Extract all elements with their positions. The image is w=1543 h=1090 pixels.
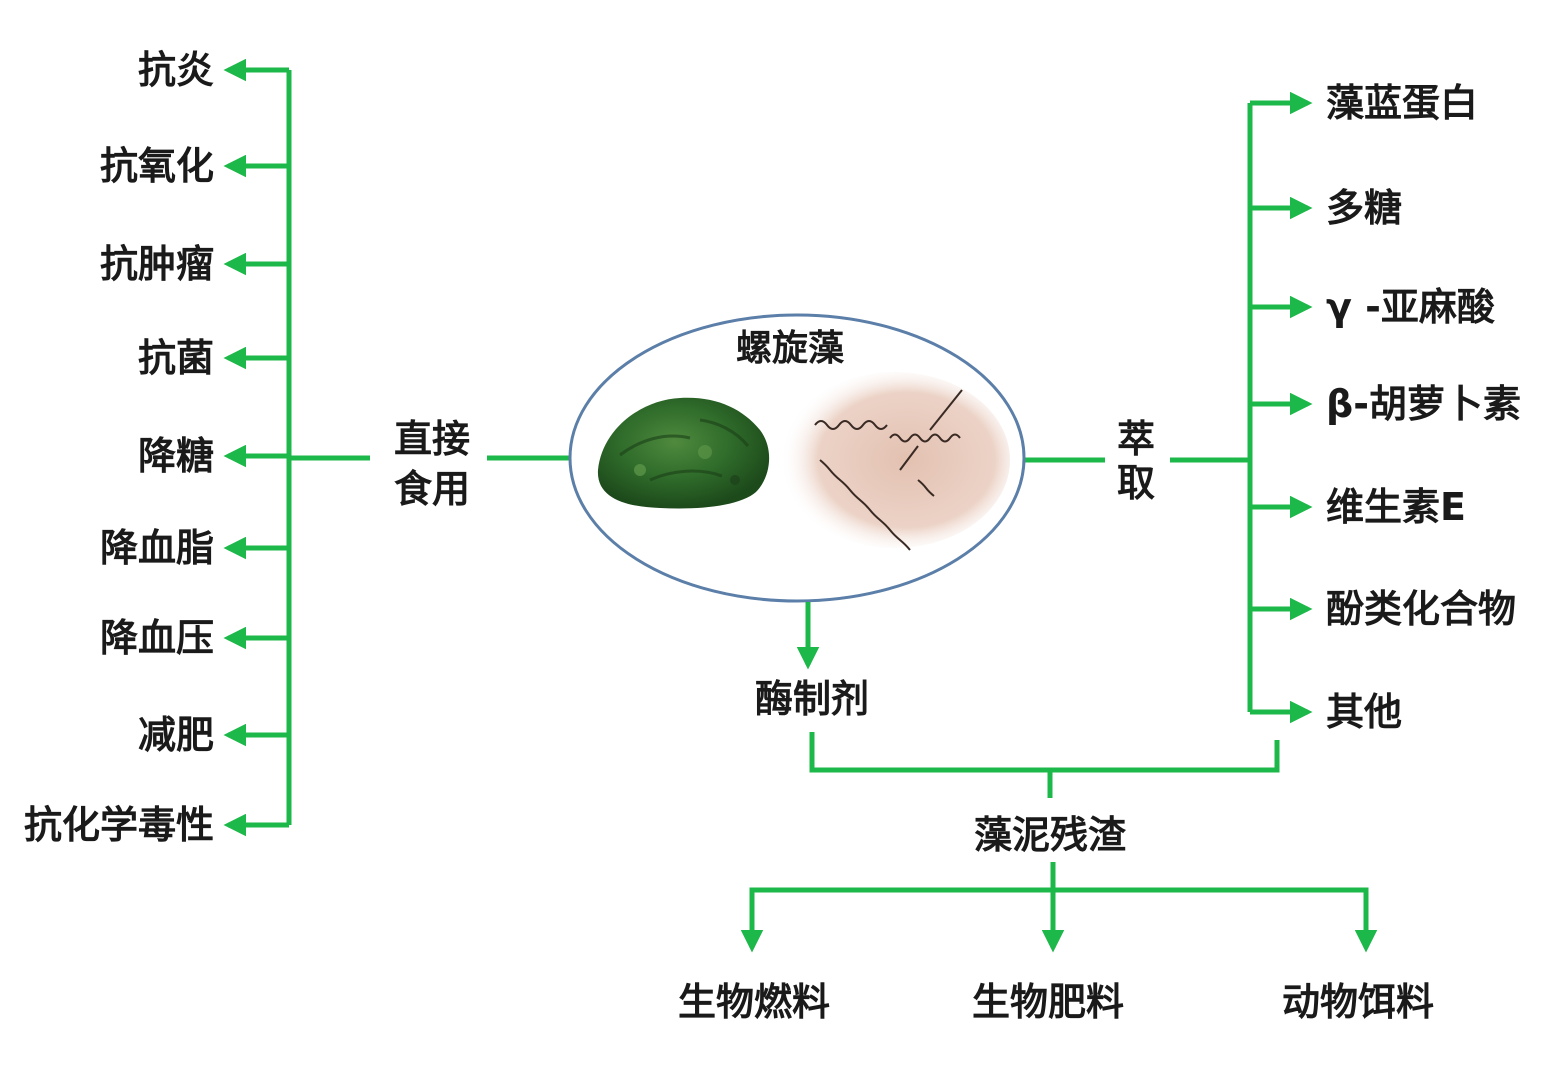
left-item-label: 抗化学毒性 <box>24 803 214 847</box>
left-item-label: 降血压 <box>100 616 214 660</box>
left-item-label: 抗肿瘤 <box>100 242 214 286</box>
direct-use-label-line1: 直接 <box>394 417 470 461</box>
right-item-label: β-胡萝卜素 <box>1326 382 1521 426</box>
extraction-label-line1: 萃 <box>1117 417 1155 461</box>
left-item-label: 降糖 <box>138 434 214 478</box>
extraction-label: 萃 取 <box>1117 417 1155 505</box>
spirulina-microscope-image <box>780 372 1010 551</box>
right-item-label: 多糖 <box>1326 186 1402 230</box>
spirulina-powder-image <box>597 397 770 509</box>
use-biofertilizer: 生物肥料 <box>972 980 1124 1024</box>
right-item-label: 藻蓝蛋白 <box>1326 81 1478 125</box>
extraction-label-line2: 取 <box>1117 461 1155 505</box>
residue-label: 藻泥残渣 <box>974 813 1127 857</box>
direct-use-label-line2: 食用 <box>394 467 470 511</box>
enzyme-label: 酶制剂 <box>755 677 869 721</box>
right-item-label: γ -亚麻酸 <box>1326 285 1496 329</box>
spirulina-center: 螺旋藻 <box>568 313 1026 603</box>
left-item-label: 减肥 <box>138 713 214 757</box>
left-item-label: 抗氧化 <box>100 144 214 188</box>
use-biofuel: 生物燃料 <box>678 980 830 1024</box>
left-item-label: 抗炎 <box>138 48 214 92</box>
residue-flow: 酶制剂 藻泥残渣 生物燃料 生物肥料 动物饵料 <box>678 602 1434 1024</box>
right-item-label: 维生素E <box>1326 485 1466 529</box>
residue-branch-right <box>1053 887 1378 953</box>
enzyme-residue-bracket <box>809 732 1280 773</box>
use-animal-feed: 动物饵料 <box>1282 980 1434 1024</box>
right-item-label: 酚类化合物 <box>1326 587 1516 631</box>
left-item-label: 降血脂 <box>100 526 214 570</box>
direct-use-label: 直接 食用 <box>394 417 470 511</box>
left-item-label: 抗菌 <box>138 336 214 380</box>
right-item-label: 其他 <box>1326 690 1402 734</box>
residue-branch-left <box>740 887 1053 953</box>
center-title: 螺旋藻 <box>736 328 845 369</box>
